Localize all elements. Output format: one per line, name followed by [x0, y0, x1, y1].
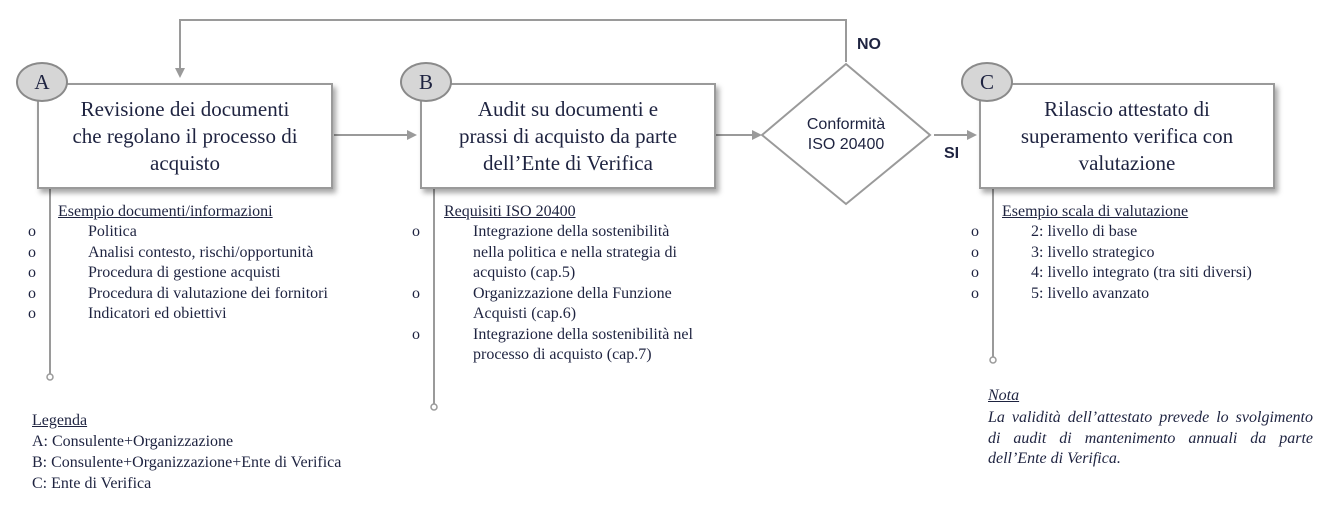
bullet: o	[971, 223, 979, 240]
step-a-badge: A	[16, 62, 68, 102]
list-item-text: Indicatori ed obiettivi	[88, 305, 227, 322]
no-loop-arrow	[175, 19, 847, 78]
note-title: Nota	[988, 387, 1020, 404]
list-item: o 5: livello avanzato	[971, 284, 1331, 305]
list-item: o Organizzazione della Funzione Acquisti…	[412, 284, 772, 325]
list-item: o Integrazione della sostenibilità nella…	[412, 222, 772, 284]
bullet: o	[971, 243, 979, 261]
list-c: o 2: livello di base o 3: livello strategi…	[971, 222, 1331, 304]
list-item-text: 3: livello strategico	[1031, 243, 1155, 261]
list-item-text: Acquisti (cap.6)	[473, 305, 577, 322]
legend-line: C: Ente di Verifica	[32, 475, 152, 492]
no-label: NO	[857, 36, 881, 53]
list-c-heading: Esempio scala di valutazione	[1002, 203, 1189, 220]
bullet: o	[28, 223, 36, 240]
list-item-text: Procedura di valutazione dei fornitori	[88, 284, 328, 302]
bullet: o	[412, 223, 420, 240]
step-b-line: prassi di acquisto da parte	[458, 123, 678, 148]
list-item: o Integrazione della sostenibilità nel p…	[412, 325, 772, 366]
bullet: o	[971, 264, 979, 281]
list-item: o Procedura di valutazione dei fornitori	[28, 284, 408, 305]
list-item-text: Organizzazione della Funzione	[473, 284, 672, 302]
step-c-box: Rilascio attestato di superamento verifi…	[979, 83, 1275, 189]
legend-title: Legenda	[32, 412, 88, 429]
list-item: o Analisi contesto, rischi/opportunità	[28, 243, 408, 264]
stem-b-end	[430, 403, 438, 411]
step-b-line: dell’Ente di Verifica	[483, 150, 653, 175]
note-body: La validità dell’attestato prevede lo sv…	[988, 409, 1313, 467]
list-item: o Procedura di gestione acquisti	[28, 263, 408, 284]
decision-diamond	[760, 62, 932, 206]
decision-line: Conformità	[806, 116, 886, 133]
list-item: o Indicatori ed obiettivi	[28, 304, 408, 325]
step-c-line: superamento verifica con	[1020, 123, 1234, 148]
list-a-heading: Esempio documenti/informazioni	[58, 203, 273, 220]
list-item-text: 2: livello di base	[1031, 223, 1138, 240]
stem-a-end	[46, 373, 54, 381]
bullet: o	[412, 284, 420, 302]
list-item-text: 4: livello integrato (tra siti diversi)	[1031, 264, 1252, 281]
list-item-text: Procedura di gestione acquisti	[88, 264, 281, 281]
bullet: o	[28, 264, 36, 281]
bullet: o	[28, 243, 36, 261]
step-a-line: Revisione dei documenti	[80, 96, 290, 121]
yes-label: SI	[944, 145, 960, 162]
decision-label: Conformità ISO 20400	[772, 115, 920, 155]
list-b: o Integrazione della sostenibilità nella…	[412, 222, 772, 366]
list-item: o 2: livello di base	[971, 222, 1331, 243]
list-item-text: Integrazione della sostenibilità	[473, 223, 670, 240]
list-item-text: processo di acquisto (cap.7)	[473, 346, 652, 363]
legend-line: B: Consulente+Organizzazione+Ente di Ver…	[32, 454, 342, 471]
legend-line: A: Consulente+Organizzazione	[32, 433, 234, 450]
step-c-badge: C	[961, 62, 1013, 102]
bullet: o	[412, 325, 420, 343]
step-a-line: che regolano il processo di	[72, 123, 298, 148]
step-c-line: Rilascio attestato di	[1044, 96, 1210, 121]
list-item-text: nella politica e nella strategia di	[473, 243, 677, 261]
list-item-text: acquisto (cap.5)	[473, 264, 576, 281]
bullet: o	[28, 305, 36, 322]
list-item: o Politica	[28, 222, 408, 243]
stem-c-end	[989, 356, 997, 364]
step-a-badge-label: A	[34, 69, 50, 94]
step-b-badge: B	[400, 62, 452, 102]
bullet: o	[28, 284, 36, 302]
list-item-text: Politica	[88, 223, 137, 240]
decision-line: ISO 20400	[807, 136, 885, 153]
step-b-badge-label: B	[418, 69, 433, 94]
list-item-text: Analisi contesto, rischi/opportunità	[88, 243, 314, 261]
list-b-heading: Requisiti ISO 20400	[444, 203, 576, 220]
step-c-line: valutazione	[1078, 150, 1176, 175]
step-b-box: Audit su documenti e prassi di acquisto …	[420, 83, 716, 189]
step-a-line: acquisto	[150, 150, 220, 175]
list-item: o 4: livello integrato (tra siti diversi)	[971, 263, 1331, 284]
step-b-line: Audit su documenti e	[477, 96, 659, 121]
list-item-text: 5: livello avanzato	[1031, 284, 1150, 302]
list-item: o 3: livello strategico	[971, 243, 1331, 264]
list-item-text: Integrazione della sostenibilità nel	[473, 325, 693, 343]
bullet: o	[971, 284, 979, 302]
step-c-badge-label: C	[979, 69, 994, 94]
step-a-box: Revisione dei documenti che regolano il …	[37, 83, 333, 189]
